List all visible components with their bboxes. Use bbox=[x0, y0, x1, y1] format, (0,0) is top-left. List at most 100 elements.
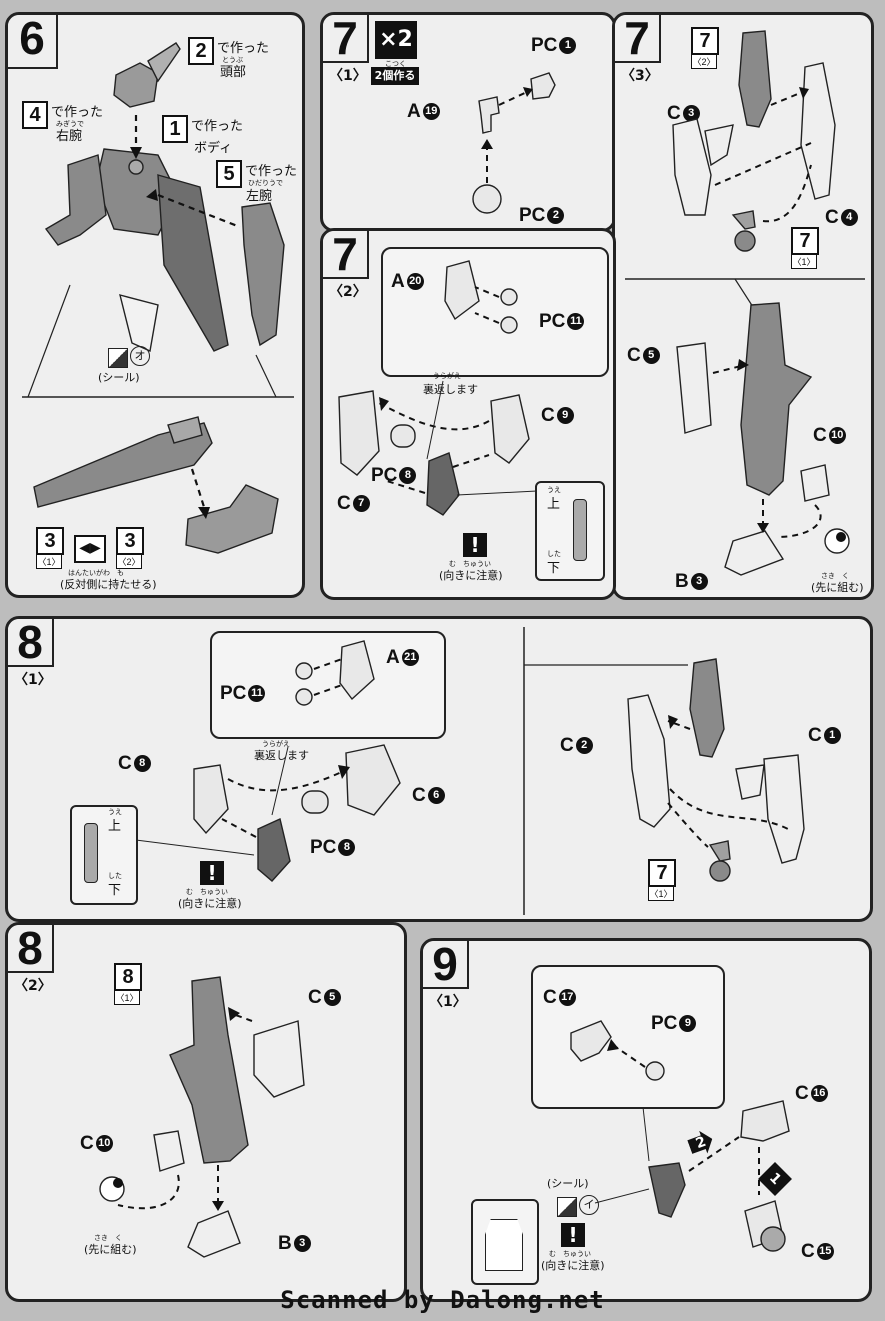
step-7-2-parts bbox=[338, 260, 538, 516]
label-text: で作った bbox=[245, 164, 298, 179]
swap-icon: ◀▶ bbox=[74, 535, 106, 563]
step-number: 7 bbox=[615, 15, 661, 63]
orientation-callout bbox=[535, 481, 605, 581]
orientation-part bbox=[485, 1219, 523, 1271]
flip-label: 裏返します bbox=[254, 749, 309, 762]
ruby: こつく bbox=[385, 60, 406, 68]
first-assemble-note: (先に組む) bbox=[811, 581, 864, 594]
ruby: さき く bbox=[821, 572, 849, 580]
label-text: ボディ bbox=[194, 141, 233, 156]
warning-icon: ! bbox=[463, 533, 487, 557]
step-number: 9 bbox=[423, 941, 469, 989]
ref-box-3-1: 3 〈1〉 bbox=[36, 527, 64, 569]
label-text: で作った bbox=[217, 41, 270, 56]
step-8-1-left-parts bbox=[127, 640, 401, 882]
detail-callout bbox=[381, 247, 609, 377]
robot-body-illustration bbox=[44, 42, 285, 353]
ruby: うえ bbox=[108, 808, 122, 816]
detail-callout bbox=[210, 631, 446, 739]
first-assemble-note: (先に組む) bbox=[84, 1243, 137, 1256]
step-9-1-parts bbox=[570, 1020, 790, 1252]
ruby: した bbox=[108, 872, 122, 880]
warning-icon: ! bbox=[561, 1223, 585, 1247]
label-text: 頭部 bbox=[220, 65, 247, 80]
ref-box-8-1: 8 〈1〉 bbox=[114, 963, 142, 1005]
step-8-2-parts bbox=[99, 976, 305, 1258]
label-text: 左腕 bbox=[246, 189, 273, 204]
step-7-3-lower-parts bbox=[676, 302, 850, 576]
ruby: うらがえ bbox=[262, 740, 290, 748]
ref-box-3-2: 3 〈2〉 bbox=[116, 527, 144, 569]
ruby: む ちゅうい bbox=[186, 888, 228, 896]
ref-box-7-1: 7 〈1〉 bbox=[791, 227, 819, 269]
step-sub: 〈2〉 bbox=[14, 978, 52, 994]
step-sub: 〈1〉 bbox=[429, 994, 467, 1010]
step-number: 6 bbox=[8, 15, 58, 69]
step-7-3-upper-parts bbox=[672, 30, 836, 252]
ruby: む ちゅうい bbox=[549, 1250, 591, 1258]
ruby: む ちゅうい bbox=[449, 560, 491, 568]
orientation-part bbox=[573, 499, 587, 561]
orientation-part bbox=[84, 823, 98, 883]
detail-callout bbox=[531, 965, 725, 1109]
rifle-illustration bbox=[33, 416, 279, 554]
sticker-label: (シール) bbox=[98, 371, 140, 384]
down-label: 下 bbox=[108, 883, 122, 898]
ruby: した bbox=[547, 550, 561, 558]
sticker-icon bbox=[557, 1197, 577, 1217]
direction-note: (向きに注意) bbox=[439, 569, 503, 582]
step-8-1-divider bbox=[523, 627, 688, 915]
step-sub: 〈3〉 bbox=[621, 68, 659, 84]
step-sub: 〈1〉 bbox=[329, 68, 367, 84]
opposite-label: (反対側に持たせる) bbox=[60, 578, 157, 591]
ruby: うらがえ bbox=[433, 372, 461, 380]
x2-text: 2個作る bbox=[371, 67, 419, 85]
step-number: 7 bbox=[323, 231, 369, 279]
step-7-1-parts bbox=[472, 72, 556, 214]
ruby: みぎうで bbox=[56, 120, 84, 128]
ruby: さき く bbox=[94, 1234, 122, 1242]
sticker-glyph: オ bbox=[130, 346, 150, 366]
up-label: 上 bbox=[547, 497, 561, 512]
ruby: ひだりうで bbox=[248, 179, 283, 187]
step-8-1-right-parts bbox=[627, 658, 805, 882]
step-number: 8 bbox=[8, 925, 54, 973]
ref-box-7-2: 7 〈2〉 bbox=[691, 27, 719, 69]
ref-number: 2 bbox=[188, 37, 214, 65]
ruby: はんたいがわ も bbox=[68, 569, 124, 577]
step-number: 8 bbox=[8, 619, 54, 667]
ref-number: 4 bbox=[22, 101, 48, 129]
ruby: うえ bbox=[547, 486, 561, 494]
scan-credit: Scanned by Dalong.net bbox=[280, 1286, 605, 1314]
warning-icon: ! bbox=[200, 861, 224, 885]
step-sub: 〈1〉 bbox=[14, 672, 52, 688]
down-label: 下 bbox=[547, 561, 561, 576]
